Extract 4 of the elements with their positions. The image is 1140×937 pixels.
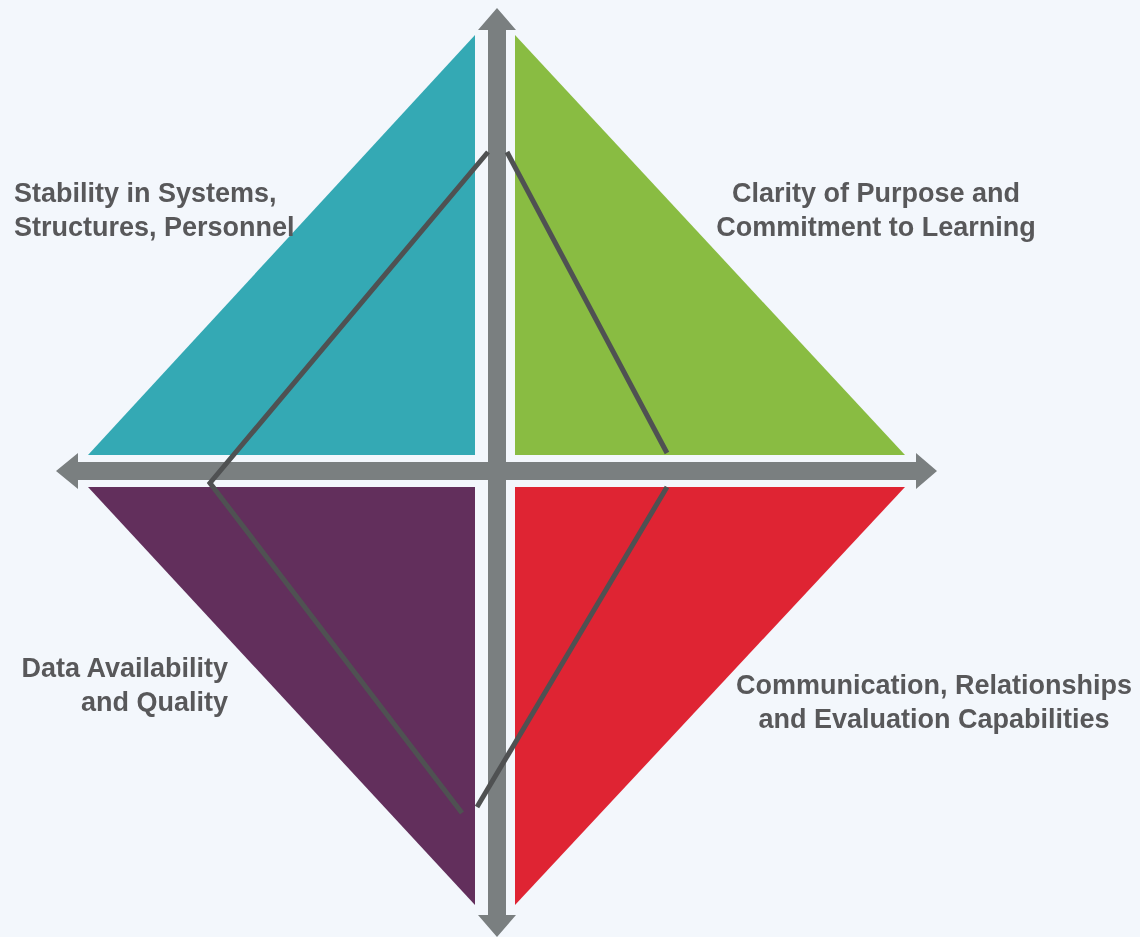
- quadrant-label: Clarity of Purpose and Commitment to Learning: [715, 177, 1037, 244]
- quadrant-label: Communication, Relationships and Evaluation Capabilities: [734, 669, 1133, 736]
- quadrant-label: Stability in Systems, Structures, Personnel: [14, 177, 296, 244]
- quadrant-label: Data Availability and Quality: [20, 652, 228, 719]
